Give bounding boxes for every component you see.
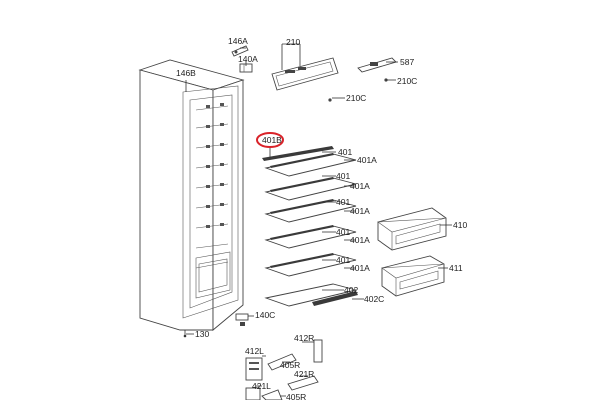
label-411: 411 [449,263,463,273]
glass-shelf-2 [264,177,357,201]
label-405R-2: 405R [286,392,306,400]
label-401-1: 401 [338,147,352,157]
label-421L: 421L [252,381,271,391]
drawer-411 [381,255,445,297]
label-401A-5: 401A [350,263,370,273]
label-401-2: 401 [336,171,350,181]
label-140A: 140A [238,54,258,64]
label-130: 130 [195,329,209,339]
label-401A-3: 401A [350,206,370,216]
label-401B: 401B [262,135,282,145]
label-410: 410 [453,220,467,230]
label-402: 402 [344,285,358,295]
highlight-circle [256,132,284,148]
label-401-4: 401 [336,227,350,237]
shelf-401B-trim [262,146,334,161]
leader-lines [185,47,452,397]
glass-shelf-4 [264,225,357,249]
label-401A-2: 401A [350,181,370,191]
glass-shelf-3 [264,199,357,223]
label-401-5: 401 [336,255,350,265]
part-412R [313,339,323,363]
label-421R: 421R [294,369,314,379]
label-587: 587 [400,57,414,67]
label-210C-right: 210C [397,76,417,86]
label-401-3: 401 [336,197,350,207]
label-146A: 146A [228,36,248,46]
label-140C: 140C [255,310,275,320]
label-402C: 402C [364,294,384,304]
label-405R-1: 405R [280,360,300,370]
label-401A-1: 401A [357,155,377,165]
part-140C [235,313,249,326]
glass-shelf-402 [264,283,358,307]
label-210C-bottom: 210C [346,93,366,103]
label-412R: 412R [294,333,314,343]
part-labels: 146A 146B 140A 210 587 210C 210C 401B 40… [176,36,467,400]
drawer-410 [377,207,447,251]
part-421L [245,387,261,400]
lamp-587 [357,57,397,82]
label-210: 210 [286,37,300,47]
label-401A-4: 401A [350,235,370,245]
glass-shelf-5 [264,253,357,277]
fridge-cabinet [138,59,245,338]
part-421R [287,375,319,391]
label-412L: 412L [245,346,264,356]
control-panel-210 [271,43,339,102]
part-412L [245,357,263,381]
part-405R-2 [261,389,283,400]
label-146B: 146B [176,68,196,78]
